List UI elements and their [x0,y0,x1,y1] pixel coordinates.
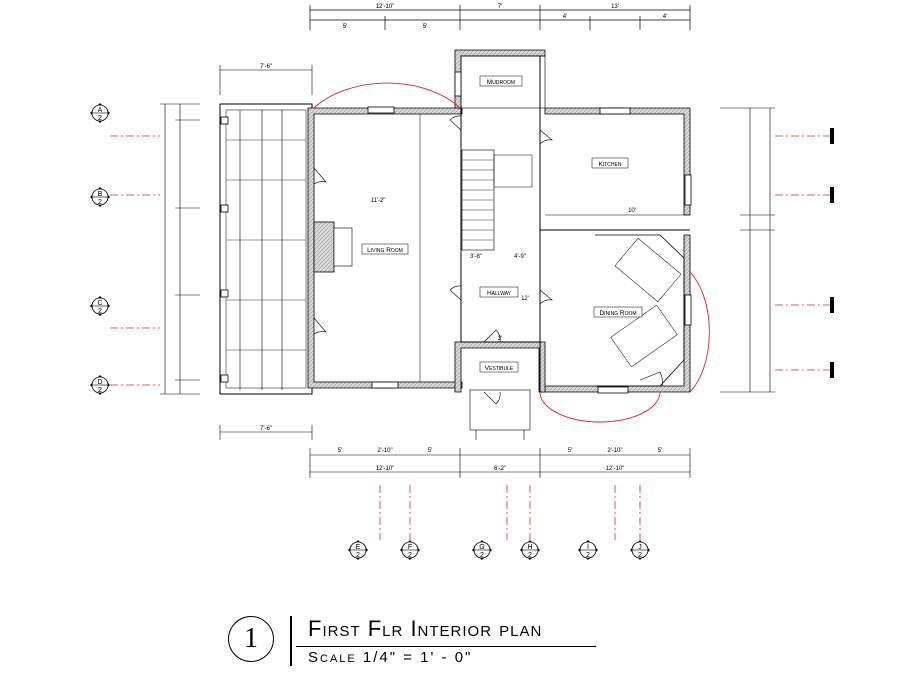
section-marker-e: E 2 [348,540,368,560]
section-markers-left: A 2 B 2 C 2 D 2 [90,103,110,395]
section-marker-j-sheet: 2 [638,552,642,559]
dim-bottom-sub-1: 5' [338,448,342,454]
dim-bottom-3: 12'-10" [606,466,625,472]
room-kitchen: Kitchen [599,161,622,168]
section-lines [110,135,830,540]
dim-misc-2: 10' [628,208,636,214]
section-marker-c: C 2 [90,296,110,316]
section-marker-g: G 2 [472,540,492,560]
section-marker-g-letter: G [479,544,484,551]
section-marker-h: H 2 [520,540,540,560]
section-marker-f-sheet: 2 [408,552,412,559]
room-living-room: Living Room [367,247,403,254]
dining-bay [595,234,685,387]
dim-top-sub-4: 4' [663,14,667,20]
porch-dimensions [219,65,313,440]
dim-top-1: 12'-10" [376,4,395,10]
room-mudroom: Mudroom [487,79,515,86]
section-marker-i-letter: I [587,544,589,551]
dim-top-3: 13' [611,4,619,10]
dim-bottom-sub-3: 5' [428,448,432,454]
dim-bottom-sub-2: 2'-10" [377,448,392,454]
section-ends-right [830,128,834,378]
dim-misc-3: 3' [498,336,502,342]
section-marker-h-letter: H [527,544,532,551]
section-marker-a-letter: A [98,107,103,114]
section-marker-b-sheet: 2 [98,199,102,206]
dim-bottom-sub-6: 5' [658,448,662,454]
section-marker-e-letter: E [356,544,361,551]
porch [219,103,313,395]
section-marker-i: I 2 [578,540,598,560]
section-marker-f: F 2 [400,540,420,560]
room-dining-room: Dining Room [599,310,636,317]
dim-bottom-1: 12'-10" [376,466,395,472]
section-marker-e-sheet: 2 [356,552,360,559]
section-marker-f-letter: F [408,544,412,551]
interior-walls [313,55,690,440]
dim-bottom-sub-4: 5' [568,448,572,454]
section-marker-a-sheet: 2 [98,115,102,122]
dim-porch-top: 7'-6" [260,64,272,70]
bottom-dimensions [309,448,691,478]
dim-porch-bottom: 7'-6" [260,426,272,432]
section-marker-c-sheet: 2 [98,308,102,315]
dim-bottom-sub-5: 2'-10" [607,448,622,454]
section-markers-bottom: E 2 F 2 G 2 H 2 I 2 [348,540,650,560]
dim-top-sub-3: 4' [563,14,567,20]
drawing-number: 1 [228,616,274,662]
dim-misc-4: 4'-9" [514,254,526,260]
left-dimensions [160,103,283,395]
dim-misc-1: 11'-2" [371,198,386,204]
drawing-scale: Scale 1/4" = 1' - 0" [308,649,473,666]
dim-top-sub-2: 5' [423,24,427,30]
section-marker-b-letter: B [98,191,103,198]
title-rule [296,646,596,647]
section-marker-d-letter: D [97,379,102,386]
dim-misc-5: 3'-8" [470,254,482,260]
dim-bottom-2: 6'-2" [494,466,506,472]
windows [367,71,692,394]
dim-top-sub-1: 5' [343,24,347,30]
title-block: 1 First Flr Interior plan Scale 1/4" = 1… [228,612,648,672]
section-marker-d: D 2 [90,375,110,395]
right-dimensions [720,107,775,393]
section-marker-g-sheet: 2 [480,552,484,559]
section-marker-i-sheet: 2 [586,552,590,559]
section-marker-j: J 2 [630,540,650,560]
bay-arcs [313,82,710,423]
top-dimensions [309,5,691,30]
room-hallway: Hallway [487,290,512,297]
dim-misc-6: 12' [521,296,529,302]
room-vestibule: Vestibule [485,365,514,372]
title-separator [290,616,292,666]
door-swings [313,115,663,405]
section-marker-j-letter: J [638,544,642,551]
section-marker-a: A 2 [90,103,110,123]
section-marker-d-sheet: 2 [98,387,102,394]
drawing-title: First Flr Interior plan [308,616,543,641]
section-marker-h-sheet: 2 [528,552,532,559]
section-marker-c-letter: C [97,300,102,307]
section-marker-b: B 2 [90,187,110,207]
dim-top-2: 7' [498,4,502,10]
